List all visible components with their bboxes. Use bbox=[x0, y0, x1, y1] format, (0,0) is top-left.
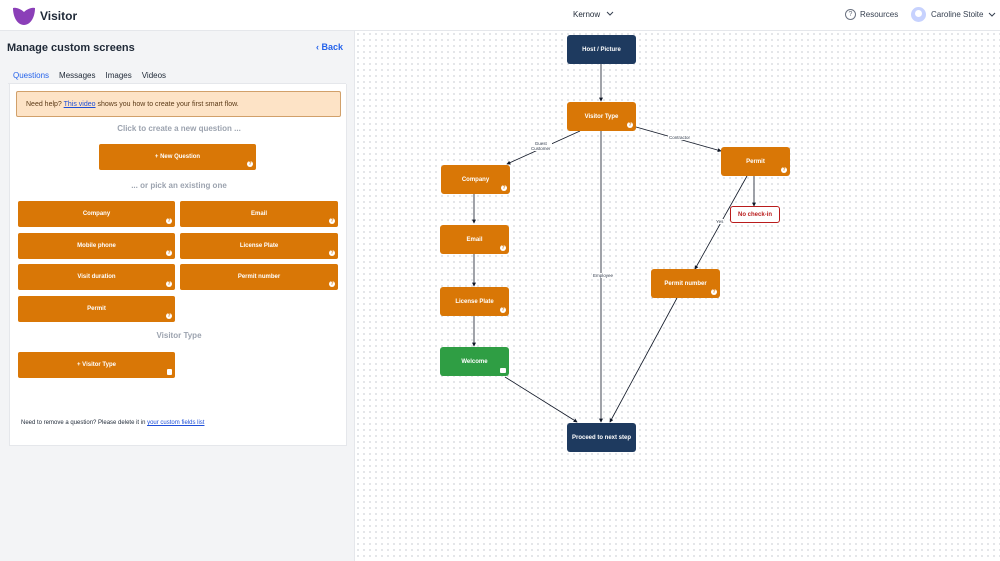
node-host-picture[interactable]: Host / Picture bbox=[567, 35, 636, 64]
footnote-text: Need to remove a question? Please delete… bbox=[21, 420, 148, 426]
help-icon[interactable]: ? bbox=[711, 289, 717, 295]
help-icon[interactable]: ? bbox=[627, 122, 633, 128]
lock-icon bbox=[167, 369, 172, 375]
questions-card: Need help? This video shows you how to c… bbox=[9, 84, 347, 446]
help-icon[interactable]: ? bbox=[166, 313, 172, 319]
node-proceed-next-step[interactable]: Proceed to next step bbox=[567, 423, 636, 452]
question-label: Permit bbox=[87, 306, 106, 312]
node-label: Host / Picture bbox=[582, 46, 621, 53]
question-label: Visit duration bbox=[77, 274, 116, 280]
edge-label-yes: Yes bbox=[715, 219, 725, 224]
remove-question-note: Need to remove a question? Please delete… bbox=[21, 420, 204, 426]
top-bar: Visitor Kernow ? Resources Caroline Stoi… bbox=[0, 0, 1000, 31]
question-label: Permit number bbox=[237, 274, 281, 280]
edge-label-guest-customer: Guest Customer bbox=[530, 141, 552, 151]
avatar bbox=[911, 7, 926, 22]
help-icon[interactable]: ? bbox=[247, 161, 253, 167]
chevron-left-icon: ‹ bbox=[316, 42, 319, 52]
node-permit[interactable]: Permit ? bbox=[721, 147, 790, 176]
visitor-logo-icon[interactable] bbox=[12, 6, 36, 26]
edge-permitnumber-proceed bbox=[609, 297, 678, 423]
question-permit-number[interactable]: Permit number ? bbox=[180, 264, 338, 290]
node-no-check-in[interactable]: No check-in bbox=[730, 206, 780, 223]
node-label: No check-in bbox=[737, 211, 772, 218]
alert-suffix: shows you how to create your first smart… bbox=[95, 101, 239, 108]
app-name: Visitor bbox=[40, 9, 78, 23]
help-icon[interactable]: ? bbox=[166, 218, 172, 224]
new-question-label: + New Question bbox=[154, 154, 201, 160]
question-visit-duration[interactable]: Visit duration ? bbox=[18, 264, 175, 290]
custom-fields-link[interactable]: your custom fields list bbox=[147, 420, 205, 426]
help-circle-icon: ? bbox=[845, 9, 856, 20]
node-label: Permit bbox=[746, 158, 765, 165]
node-license-plate[interactable]: License Plate ? bbox=[440, 287, 509, 316]
node-welcome[interactable]: Welcome bbox=[440, 347, 509, 376]
node-label: Company bbox=[461, 176, 490, 183]
question-label: License Plate bbox=[239, 243, 279, 249]
existing-hint: ... or pick an existing one bbox=[131, 181, 227, 190]
help-icon[interactable]: ? bbox=[329, 281, 335, 287]
user-name: Caroline Stoite bbox=[931, 10, 984, 19]
node-label: Visitor Type bbox=[584, 113, 619, 120]
page-title: Manage custom screens bbox=[7, 42, 135, 54]
help-alert: Need help? This video shows you how to c… bbox=[16, 91, 341, 117]
help-icon[interactable]: ? bbox=[501, 185, 507, 191]
question-email[interactable]: Email ? bbox=[180, 201, 338, 227]
node-permit-number[interactable]: Permit number ? bbox=[651, 269, 720, 298]
question-license-plate[interactable]: License Plate ? bbox=[180, 233, 338, 259]
visitor-type-label: + Visitor Type bbox=[77, 362, 116, 368]
create-hint: Click to create a new question ... bbox=[117, 124, 241, 133]
node-label: Email bbox=[466, 236, 483, 243]
location-label: Kernow bbox=[573, 10, 601, 19]
edge-label-guest: Guest bbox=[534, 141, 547, 146]
node-company[interactable]: Company ? bbox=[441, 165, 510, 194]
help-icon[interactable]: ? bbox=[500, 307, 506, 313]
location-selector[interactable]: Kernow bbox=[573, 10, 614, 19]
chevron-down-icon bbox=[607, 11, 614, 16]
node-label: Welcome bbox=[461, 358, 488, 365]
help-icon[interactable]: ? bbox=[781, 167, 787, 173]
user-menu[interactable]: Caroline Stoite bbox=[911, 7, 996, 22]
visitor-type-heading: Visitor Type bbox=[156, 331, 202, 340]
node-label: License Plate bbox=[455, 298, 494, 305]
edge-welcome-proceed bbox=[504, 376, 578, 423]
help-icon[interactable]: ? bbox=[329, 250, 335, 256]
help-icon[interactable]: ? bbox=[500, 245, 506, 251]
question-permit[interactable]: Permit ? bbox=[18, 296, 175, 322]
left-panel: Manage custom screens ‹ Back Questions M… bbox=[0, 31, 354, 561]
edge-label-employee: Employee bbox=[592, 273, 615, 278]
new-question-button[interactable]: + New Question ? bbox=[99, 144, 256, 170]
alert-prefix: Need help? bbox=[26, 101, 64, 108]
edge-label-customer: Customer bbox=[531, 146, 551, 151]
question-label: Email bbox=[250, 211, 267, 217]
message-icon bbox=[500, 368, 506, 373]
question-label: Mobile phone bbox=[77, 243, 116, 249]
help-icon[interactable]: ? bbox=[166, 250, 172, 256]
back-label: Back bbox=[321, 42, 344, 52]
back-button[interactable]: ‹ Back bbox=[316, 42, 343, 52]
node-email[interactable]: Email ? bbox=[440, 225, 509, 254]
visitor-type-button[interactable]: + Visitor Type bbox=[18, 352, 175, 378]
question-company[interactable]: Company ? bbox=[18, 201, 175, 227]
node-label: Proceed to next step bbox=[571, 434, 631, 441]
help-icon[interactable]: ? bbox=[329, 218, 335, 224]
question-label: Company bbox=[82, 211, 111, 217]
video-link[interactable]: This video bbox=[63, 101, 96, 108]
edge-label-contractor: Contractor bbox=[668, 135, 692, 140]
node-visitor-type[interactable]: Visitor Type ? bbox=[567, 102, 636, 131]
tabs-divider bbox=[8, 83, 346, 84]
tab-videos[interactable]: Videos bbox=[141, 71, 167, 80]
resources-link[interactable]: ? Resources bbox=[845, 9, 898, 20]
flow-canvas[interactable]: Guest Customer Contractor Employee Yes H… bbox=[354, 31, 1000, 561]
resources-label: Resources bbox=[860, 10, 899, 19]
question-mobile-phone[interactable]: Mobile phone ? bbox=[18, 233, 175, 259]
tab-messages[interactable]: Messages bbox=[59, 71, 96, 80]
help-icon[interactable]: ? bbox=[166, 281, 172, 287]
tab-images[interactable]: Images bbox=[105, 71, 132, 80]
chevron-down-icon bbox=[989, 12, 996, 17]
node-label: Permit number bbox=[664, 280, 707, 287]
